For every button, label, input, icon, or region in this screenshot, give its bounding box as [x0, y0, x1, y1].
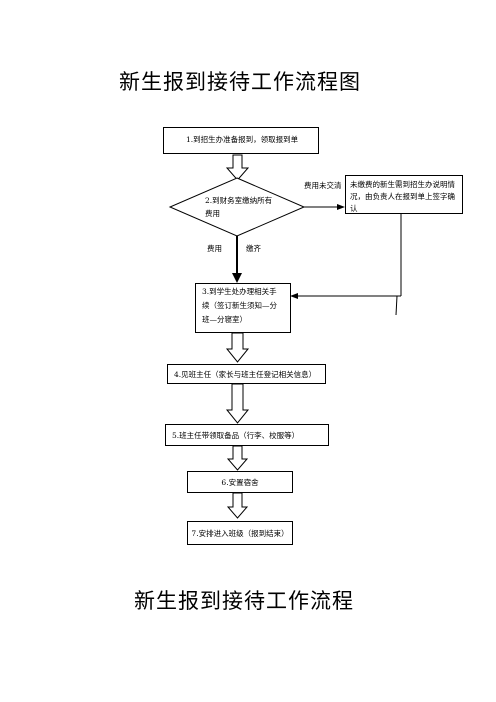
step-1-text: 1.到招生办准备报到，领取报到单 [186, 135, 299, 144]
block-arrow-3 [225, 332, 250, 363]
step-4-box: 4.见班主任（家长与班主任登记相关信息） [167, 364, 326, 384]
side-note-box: 未缴费的新生需到招生办说明情况，由负责人在报到单上签字确认 [345, 175, 463, 214]
step-5-text: 5.班主任带领取备品（行李、校服等） [172, 431, 300, 440]
label-paid: 缴齐 [246, 244, 261, 253]
step-5-box: 5.班主任带领取备品（行李、校服等） [165, 424, 329, 446]
step-2-text: 2.到财务室缴纳所有费用 [205, 196, 273, 218]
step-7-box: 7.安排进入班级（报到结束） [187, 521, 293, 545]
page-subtitle: 新生报到接待工作流程 [134, 589, 354, 613]
block-arrow-1 [225, 154, 250, 181]
step-1-box: 1.到招生办准备报到，领取报到单 [163, 127, 319, 154]
page-title: 新生报到接待工作流程图 [119, 70, 361, 94]
step-4-text: 4.见班主任（家长与班主任登记相关信息） [174, 370, 317, 379]
step-6-box: 6.安置宿舍 [187, 471, 293, 493]
step-3-text: 3.到学生处办理相关手续（签订新生须知—分班—分寝室） [202, 287, 277, 324]
side-note-text: 未缴费的新生需到招生办说明情况，由负责人在报到单上签字确认 [350, 180, 455, 213]
step-6-text: 6.安置宿舍 [221, 478, 259, 487]
step-7-text: 7.安排进入班级（报到结束） [191, 529, 289, 538]
block-arrow-6 [226, 492, 249, 519]
label-fee: 费用 [207, 244, 222, 253]
block-arrow-4 [225, 383, 250, 424]
block-arrow-5 [226, 445, 249, 471]
label-unpaid: 费用未交清 [304, 181, 342, 190]
step-3-box: 3.到学生处办理相关手续（签订新生须知—分班—分寝室） [195, 283, 291, 333]
